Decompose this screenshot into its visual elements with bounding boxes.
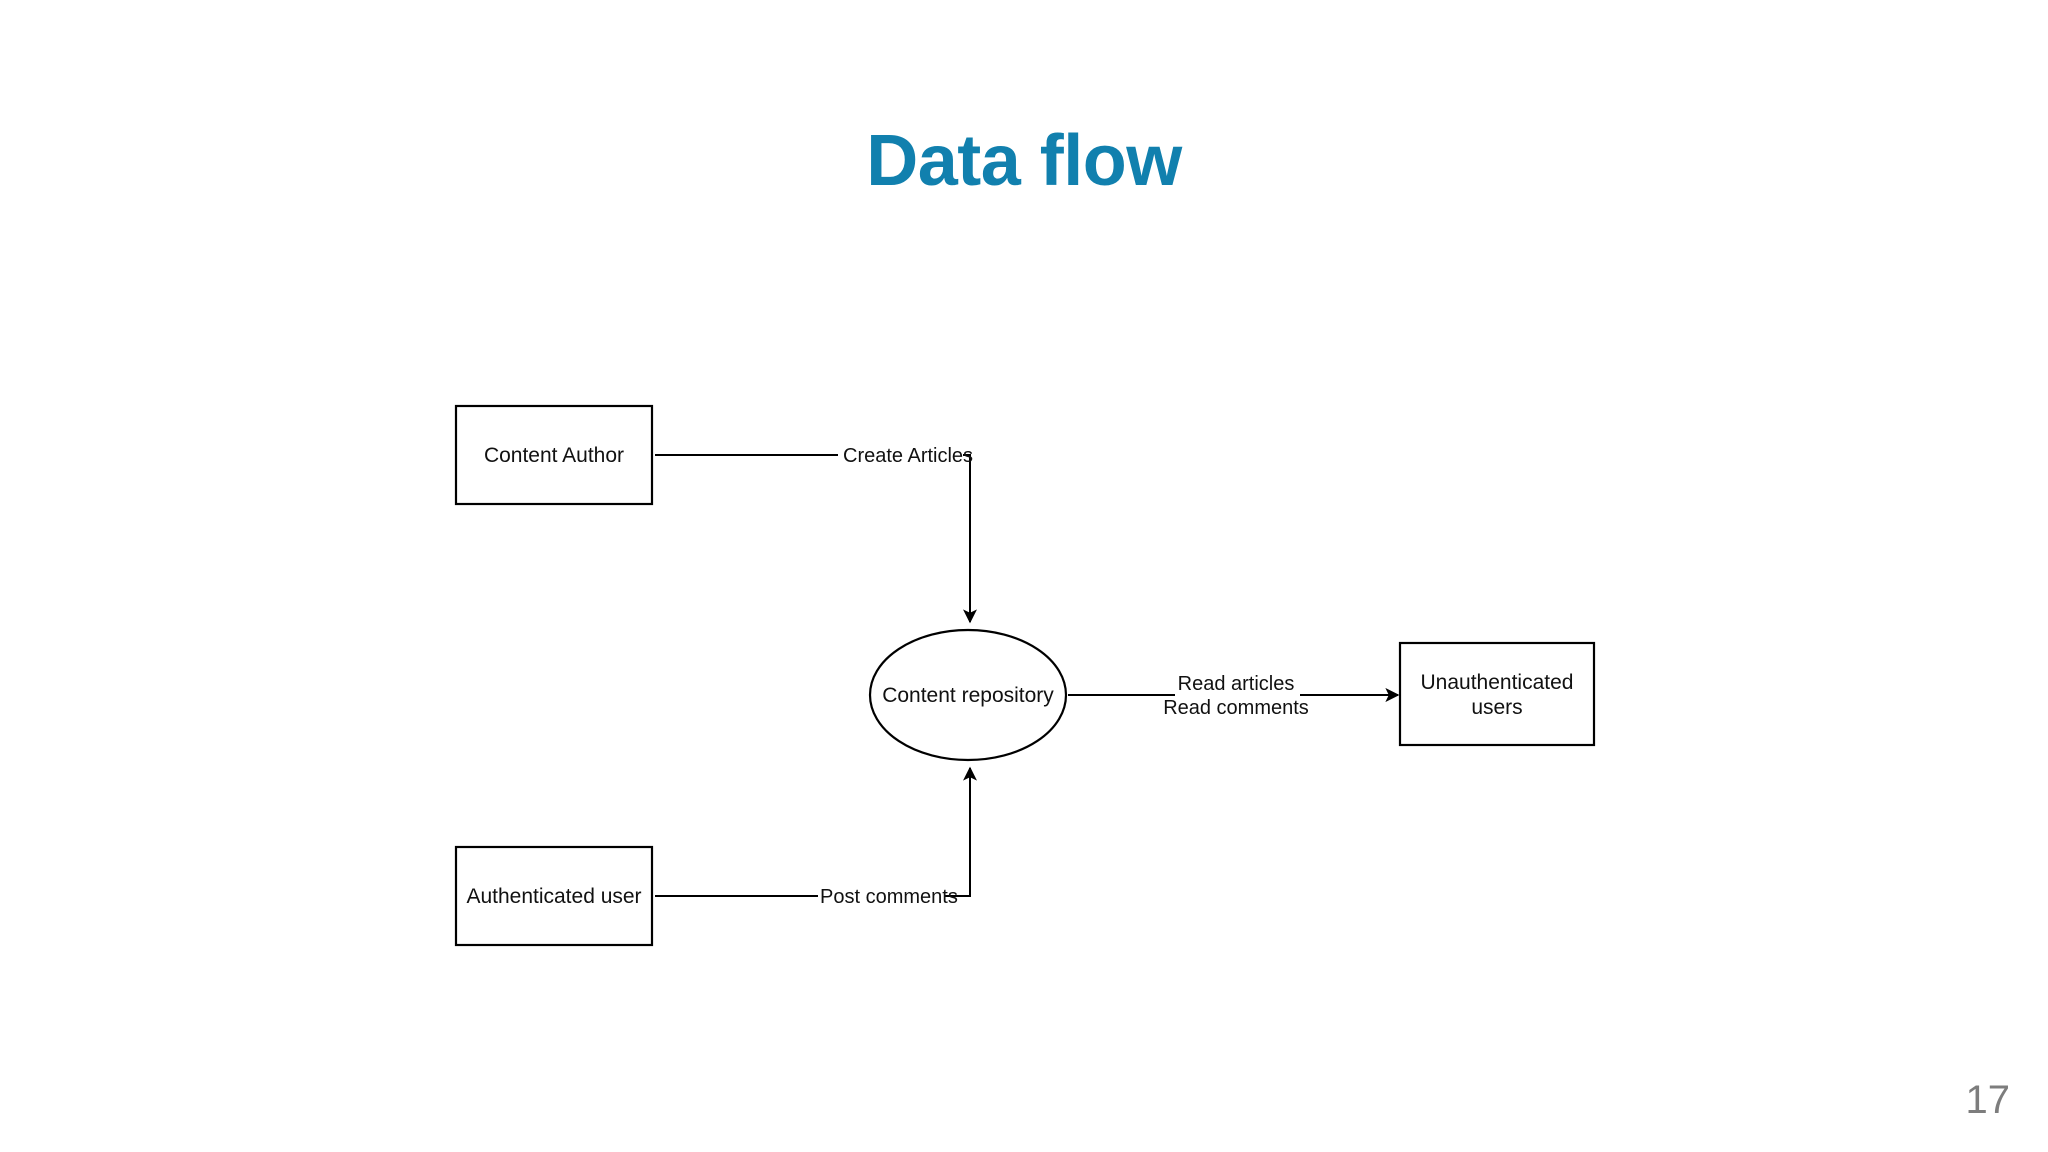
node-unauthenticated-users[interactable]: Unauthenticated users (1398, 641, 1596, 747)
node-unauthenticated-users-label-line2: users (1471, 696, 1522, 719)
node-content-repository-label: Content repository (882, 684, 1054, 707)
page-number: 17 (1965, 1078, 2011, 1122)
node-content-author[interactable]: Content Author (454, 404, 654, 506)
node-authenticated-user[interactable]: Authenticated user (454, 845, 654, 947)
node-content-repository[interactable]: Content repository (868, 628, 1068, 762)
edge-read-flow: Read articles Read comments (1068, 673, 1400, 719)
node-content-author-shape[interactable] (454, 404, 654, 506)
page-title: Data flow (866, 121, 1182, 201)
edge-label-read-articles: Read articles (1178, 673, 1295, 695)
node-authenticated-user-shape[interactable] (454, 845, 654, 947)
edge-create-articles-line-tail (963, 454, 977, 624)
edge-post-comments: Post comments (655, 766, 977, 908)
node-unauthenticated-users-label-line1: Unauthenticated (1421, 671, 1574, 694)
edge-label-create-articles: Create Articles (843, 445, 973, 467)
edge-post-comments-line-tail (944, 766, 977, 897)
node-content-repository-shape[interactable] (868, 628, 1068, 762)
edge-label-read-comments: Read comments (1163, 697, 1309, 719)
node-authenticated-user-label: Authenticated user (466, 885, 641, 908)
edge-label-post-comments: Post comments (820, 886, 958, 908)
node-unauthenticated-users-shape[interactable] (1398, 641, 1596, 747)
node-content-author-label: Content Author (484, 444, 624, 467)
edge-create-articles: Create Articles (655, 445, 977, 624)
